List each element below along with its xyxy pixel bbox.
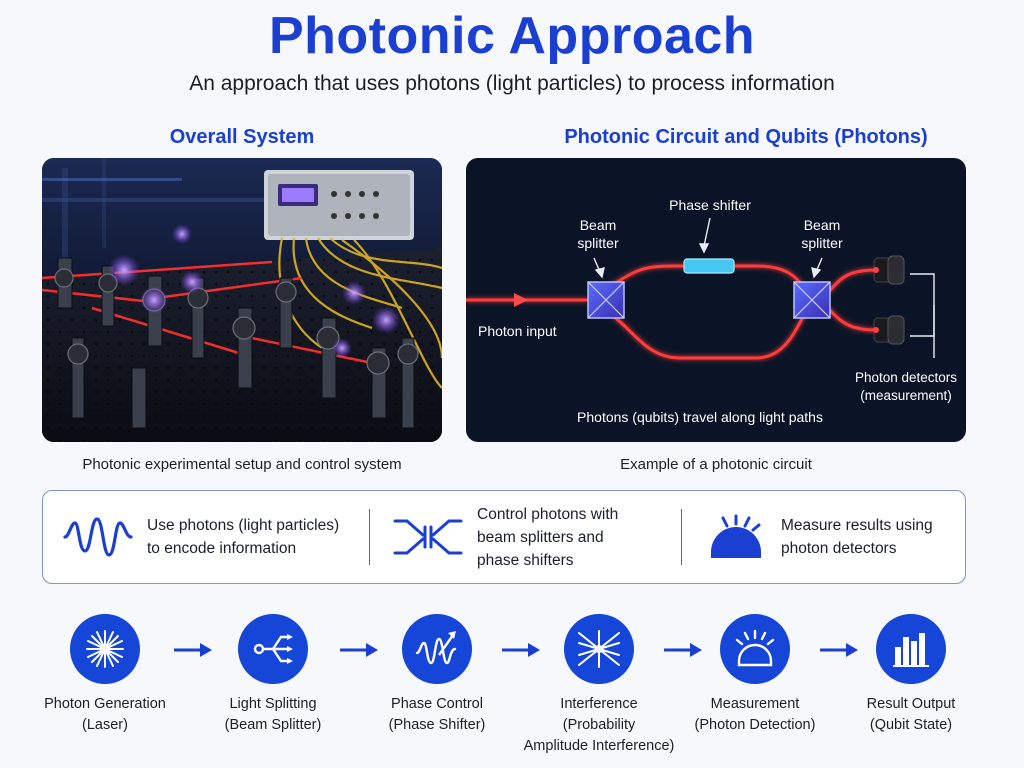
left-caption: Photonic experimental setup and control …: [82, 456, 402, 473]
photonic-circuit-diagram: Beam splitter Beam splitter Phase shifte…: [466, 158, 966, 442]
feature-item: Use photons (light particles) to encode …: [63, 491, 363, 583]
step-4-line-2: (Probability: [562, 717, 636, 733]
circuit-svg: Beam splitter Beam splitter Phase shifte…: [466, 197, 957, 425]
experimental-setup-image: [42, 158, 442, 442]
phase-wave-icon: [415, 631, 457, 665]
photon-input-label: Photon input: [478, 323, 557, 339]
laser-burst-icon: [86, 630, 124, 668]
page-title: Photonic Approach: [268, 7, 756, 65]
step-5-line-1: Measurement: [710, 696, 800, 712]
detector-icon: [735, 629, 775, 667]
feature-2-line-3: phase shifters: [477, 551, 574, 569]
feature-item: Measure results using photon detectors: [705, 491, 955, 583]
step-5-line-2: (Photon Detection): [694, 717, 816, 733]
beam-splitter-1-label-line-2: splitter: [577, 235, 619, 251]
step-phase-control: Phase Control (Phase Shifter): [352, 614, 522, 736]
wave-icon: [63, 517, 133, 557]
step-label: Interference (Probability Amplitude Inte…: [514, 694, 684, 757]
beam-splitter-2-label-line-1: Beam: [804, 217, 841, 233]
interference-icon: [578, 630, 620, 668]
feature-text: Measure results using photon detectors: [781, 514, 933, 560]
feature-3-line-2: photon detectors: [781, 540, 897, 557]
overall-system-heading: Overall System: [169, 126, 315, 148]
phase-shifter-icon: [683, 258, 735, 274]
beam-splitter-2-label-line-2: splitter: [801, 235, 843, 251]
step-circle: [238, 614, 308, 684]
feature-item: Control photons with beam splitters and …: [393, 491, 673, 583]
beam-splitter-icon: [793, 281, 831, 319]
beam-splitter-icon: [587, 281, 625, 319]
step-circle: [720, 614, 790, 684]
photonic-circuit-heading: Photonic Circuit and Qubits (Photons): [564, 126, 928, 148]
step-photon-generation: Photon Generation (Laser): [20, 614, 190, 736]
feature-3-line-1: Measure results using: [781, 517, 933, 534]
step-circle: [564, 614, 634, 684]
page-subtitle: An approach that uses photons (light par…: [189, 72, 835, 95]
beam-splitter-icon: [393, 519, 463, 555]
step-interference: Interference (Probability Amplitude Inte…: [514, 614, 684, 757]
bar-chart-icon: [893, 633, 929, 667]
step-label: Result Output (Qubit State): [826, 694, 996, 736]
step-1-line-2: (Laser): [82, 717, 128, 733]
beam-splitter-1-label-line-1: Beam: [580, 217, 617, 233]
detectors-label-line-2: (measurement): [860, 388, 952, 403]
feature-text: Use photons (light particles) to encode …: [147, 514, 339, 560]
optical-table-illustration: [42, 158, 442, 442]
step-4-line-1: Interference: [560, 696, 638, 712]
step-label: Measurement (Photon Detection): [670, 694, 840, 736]
photon-detector-icon: [873, 255, 905, 285]
step-circle: [876, 614, 946, 684]
feature-divider: [369, 509, 370, 565]
step-6-line-1: Result Output: [866, 696, 956, 712]
arrow-right-icon: [820, 643, 858, 657]
step-circle: [70, 614, 140, 684]
step-measurement: Measurement (Photon Detection): [670, 614, 840, 736]
arrow-right-icon: [174, 643, 212, 657]
step-3-line-2: (Phase Shifter): [388, 717, 486, 733]
step-4-line-3: Amplitude Interference): [523, 738, 675, 754]
feature-text: Control photons with beam splitters and …: [477, 503, 618, 572]
feature-1-line-1: Use photons (light particles): [147, 517, 340, 534]
phase-shifter-label: Phase shifter: [669, 197, 751, 213]
arrow-right-icon: [340, 643, 378, 657]
feature-2-line-1: Control photons with: [477, 505, 619, 523]
step-label: Light Splitting (Beam Splitter): [188, 694, 358, 736]
step-label: Photon Generation (Laser): [20, 694, 190, 736]
splitter-icon: [253, 634, 293, 664]
step-circle: [402, 614, 472, 684]
feature-2-line-2: beam splitters and: [477, 528, 604, 546]
arrow-right-icon: [502, 643, 540, 657]
path-note-label: Photons (qubits) travel along light path…: [577, 409, 823, 425]
right-caption: Example of a photonic circuit: [620, 456, 812, 473]
feature-1-line-2: to encode information: [147, 540, 297, 557]
step-6-line-2: (Qubit State): [869, 717, 953, 733]
feature-divider: [681, 509, 682, 565]
photon-detector-icon: [873, 315, 905, 345]
step-1-line-1: Photon Generation: [44, 696, 166, 712]
detectors-label-line-1: Photon detectors: [855, 370, 957, 385]
input-arrow-icon: [514, 293, 528, 307]
step-light-splitting: Light Splitting (Beam Splitter): [188, 614, 358, 736]
step-2-line-1: Light Splitting: [229, 696, 317, 712]
step-label: Phase Control (Phase Shifter): [352, 694, 522, 736]
step-3-line-1: Phase Control: [391, 696, 483, 712]
step-result-output: Result Output (Qubit State): [826, 614, 996, 736]
detector-dome-icon: [711, 514, 761, 558]
step-2-line-2: (Beam Splitter): [224, 717, 322, 733]
features-box: Use photons (light particles) to encode …: [42, 490, 966, 584]
arrow-right-icon: [664, 643, 702, 657]
